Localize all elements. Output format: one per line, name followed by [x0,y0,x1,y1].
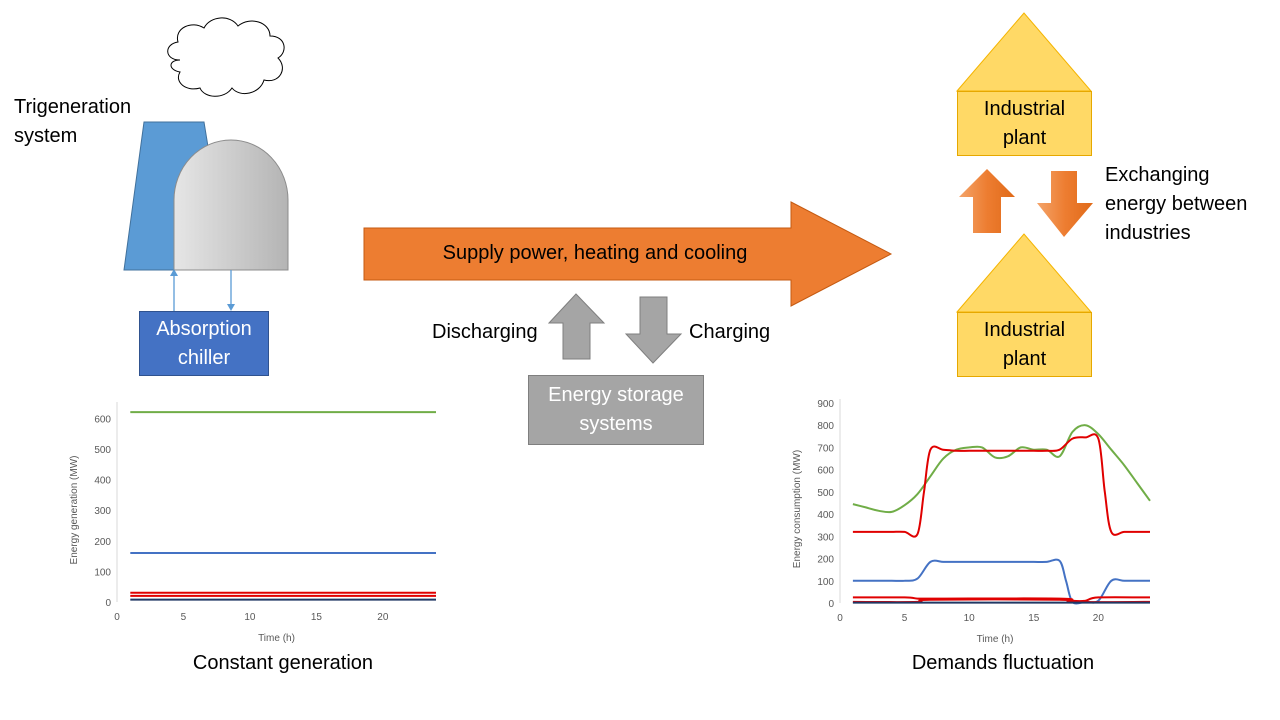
right-chart-x-tick-label: 20 [1093,613,1105,624]
right-chart-y-tick-label: 900 [817,399,834,410]
left-chart-y-tick-label: 300 [94,506,111,517]
industrial-plant-bottom-roof [955,233,1093,313]
left-chart-y-tick-label: 100 [94,567,111,578]
left-chart-y-tick-label: 500 [94,445,111,456]
industrial-plant-bottom: Industrial plant [957,312,1092,377]
right-chart-y-tick-label: 700 [817,443,834,454]
industrial-plant-top: Industrial plant [957,91,1092,156]
right-chart-series-line-1 [852,424,1151,514]
absorption-chiller-box: Absorption chiller [139,311,269,376]
engine-building-shape [173,139,289,271]
right-chart-x-axis-label: Time (h) [977,634,1014,645]
trigeneration-system-graphic [123,121,289,271]
left-chart-y-tick-label: 200 [94,537,111,548]
right-chart-series-line-3 [852,558,1150,605]
exchange-up-arrow [959,169,1015,233]
supply-arrow [363,201,893,307]
discharging-label: Discharging [432,321,538,343]
trigeneration-label: Trigeneration system [14,96,132,147]
charging-label: Charging [689,321,771,343]
right-chart-y-tick-label: 800 [817,421,834,432]
right-chart-x-tick-label: 15 [1028,613,1040,624]
exchange-down-arrow [1037,171,1093,237]
cloud-icon [167,17,285,97]
right-chart-y-tick-label: 100 [817,577,834,588]
left-chart-x-tick-label: 0 [114,612,120,623]
left-chart-y-tick-label: 0 [105,598,111,609]
left-chart-x-tick-label: 15 [311,612,323,623]
left-chart-x-axis-label: Time (h) [258,633,295,644]
right-chart-x-tick-label: 0 [837,613,843,624]
right-chart-y-tick-label: 500 [817,488,834,499]
right-chart-y-tick-label: 0 [828,599,834,610]
right-chart-y-tick-label: 200 [817,555,834,566]
right-chart-x-tick-label: 10 [964,613,976,624]
charging-arrow [625,296,683,364]
left-chart-x-tick-label: 20 [377,612,389,623]
left-chart-y-tick-label: 400 [94,476,111,487]
right-chart-series-line-2 [852,433,1150,538]
right-chart-y-tick-label: 300 [817,532,834,543]
discharging-arrow [548,293,606,360]
right-chart-y-tick-label: 600 [817,466,834,477]
supply-arrow-label: Supply power, heating and cooling [442,242,748,264]
left-chart-y-axis-label: Energy generation (MW) [69,456,80,565]
right-chart-y-axis-label: Energy consumption (MW) [792,450,803,568]
left-chart-caption: Constant generation [192,652,374,674]
left-chart-y-tick-label: 600 [94,414,111,425]
left-chart-x-tick-label: 5 [181,612,187,623]
right-chart-y-tick-label: 400 [817,510,834,521]
left-chart-x-tick-label: 10 [244,612,256,623]
right-chart-x-tick-label: 5 [902,613,908,624]
right-chart-caption: Demands fluctuation [911,652,1095,674]
demands-fluctuation-chart: 0 100 200 300 400 500 600 700 800 900 0 5 10 15 20Time… [792,399,1151,645]
exchange-label: Exchanging energy between industries [1105,164,1248,244]
chiller-connection-arrows [170,269,235,312]
exchange-arrows [959,169,1093,237]
energy-storage-box: Energy storage systems [528,375,704,445]
industrial-plant-top-roof [955,12,1093,92]
